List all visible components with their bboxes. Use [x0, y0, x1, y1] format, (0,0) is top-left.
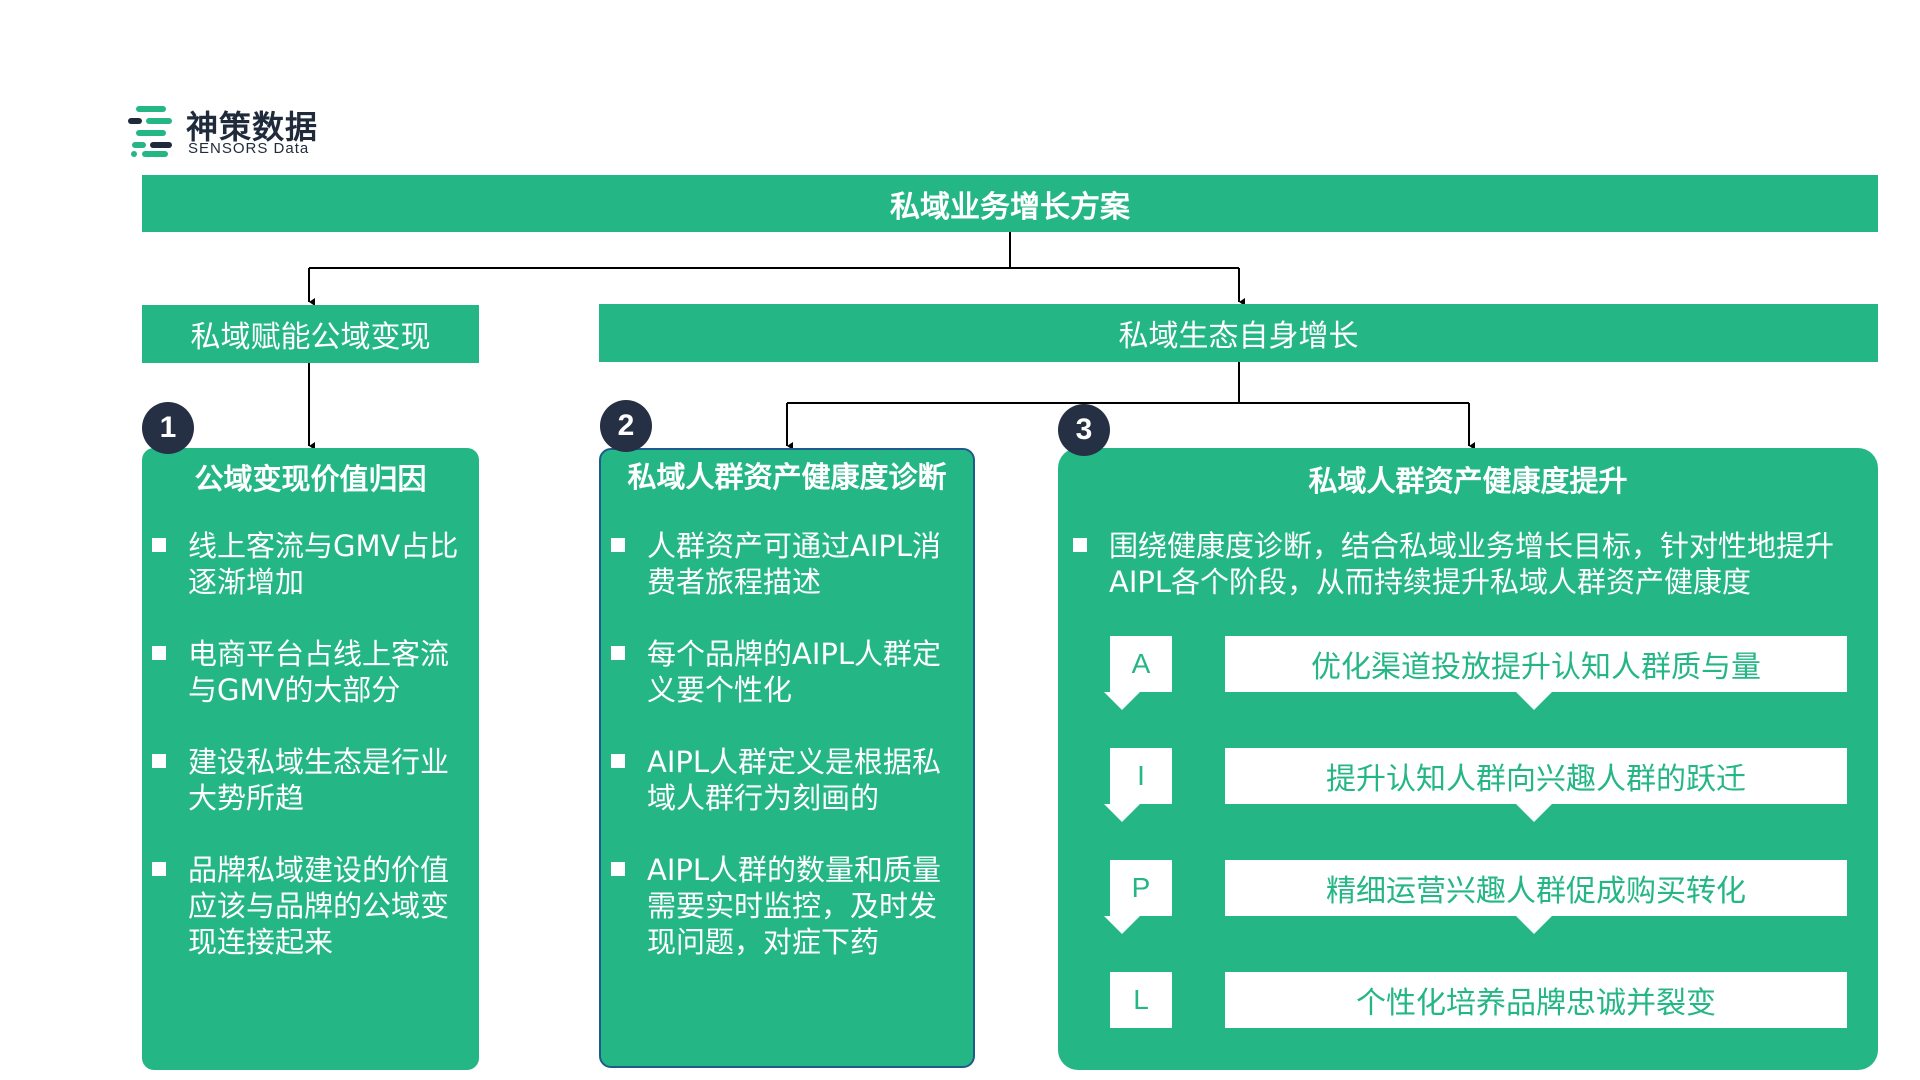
root-title-bar: 私域业务增长方案: [142, 175, 1878, 232]
list-item: AIPL人群的数量和质量需要实时监控，及时发现问题，对症下药: [611, 852, 961, 960]
branch-left-bar: 私域赋能公域变现: [142, 305, 479, 363]
branch-right-title: 私域生态自身增长: [1118, 319, 1359, 354]
card-1-bullets: 线上客流与GMV占比逐渐增加 电商平台占线上客流与GMV的大部分 建设私域生态是…: [152, 528, 474, 996]
list-item: 线上客流与GMV占比逐渐增加: [152, 528, 474, 600]
card-public-attribution: 公域变现价值归因 线上客流与GMV占比逐渐增加 电商平台占线上客流与GMV的大部…: [142, 448, 479, 1070]
card-3-title: 私域人群资产健康度提升: [1308, 464, 1628, 498]
list-item: 每个品牌的AIPL人群定义要个性化: [611, 636, 961, 708]
card-1-title: 公域变现价值归因: [194, 462, 427, 496]
card-2-title: 私域人群资产健康度诊断: [627, 460, 947, 494]
logo: 神策数据 SENSORS Data: [128, 100, 368, 164]
badge-3: 3: [1058, 404, 1110, 456]
stage-letter-i: I: [1110, 748, 1172, 804]
stage-text-a: 优化渠道投放提升认知人群质与量: [1225, 636, 1847, 692]
list-item: 电商平台占线上客流与GMV的大部分: [152, 636, 474, 708]
root-title: 私域业务增长方案: [890, 189, 1130, 225]
card-3-bullets: 围绕健康度诊断，结合私域业务增长目标，针对性地提升AIPL各个阶段，从而持续提升…: [1073, 528, 1873, 636]
stage-letter-p: P: [1110, 860, 1172, 916]
logo-name-cn: 神策数据: [186, 108, 319, 146]
logo-name-en: SENSORS Data: [188, 140, 310, 157]
branch-right-bar: 私域生态自身增长: [599, 304, 1878, 362]
list-item: 围绕健康度诊断，结合私域业务增长目标，针对性地提升AIPL各个阶段，从而持续提升…: [1073, 528, 1873, 600]
stage-letter-l: L: [1110, 972, 1172, 1028]
sensors-logo-icon: [128, 106, 172, 157]
stage-letter-a: A: [1110, 636, 1172, 692]
stage-text-p: 精细运营兴趣人群促成购买转化: [1225, 860, 1847, 916]
stage-text-l: 个性化培养品牌忠诚并裂变: [1225, 972, 1847, 1028]
card-health-diagnosis: 私域人群资产健康度诊断 人群资产可通过AIPL消费者旅程描述 每个品牌的AIPL…: [599, 448, 975, 1068]
stage-text-i: 提升认知人群向兴趣人群的跃迁: [1225, 748, 1847, 804]
branch-left-title: 私域赋能公域变现: [190, 320, 431, 355]
list-item: 品牌私域建设的价值应该与品牌的公域变现连接起来: [152, 852, 474, 960]
card-2-bullets: 人群资产可通过AIPL消费者旅程描述 每个品牌的AIPL人群定义要个性化 AIP…: [611, 528, 961, 996]
badge-1: 1: [142, 402, 194, 454]
card-health-improvement: 私域人群资产健康度提升 围绕健康度诊断，结合私域业务增长目标，针对性地提升AIP…: [1058, 448, 1878, 1070]
badge-2: 2: [600, 400, 652, 452]
list-item: 人群资产可通过AIPL消费者旅程描述: [611, 528, 961, 600]
list-item: AIPL人群定义是根据私域人群行为刻画的: [611, 744, 961, 816]
list-item: 建设私域生态是行业大势所趋: [152, 744, 474, 816]
